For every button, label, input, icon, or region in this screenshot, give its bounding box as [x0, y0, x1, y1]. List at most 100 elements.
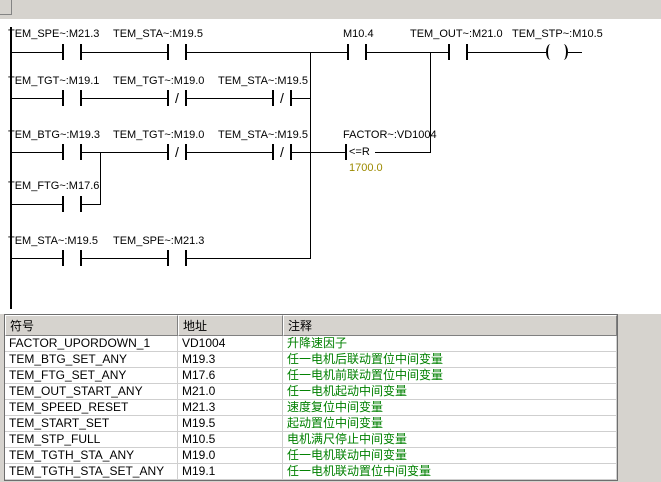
wire-segment [10, 98, 310, 99]
address-cell[interactable]: M10.5 [178, 432, 283, 448]
compare-block-lte-real[interactable]: <=R [345, 144, 375, 160]
nc-contact-tem-tgth-sta-any[interactable]: / [167, 144, 187, 160]
operand-label: TEM_TGT~:M19.0 [113, 75, 205, 87]
symbol-table-row: TEM_FTG_SET_ANY M17.6 任一电机前联动置位中间变量 [5, 368, 617, 384]
contact-bar [62, 44, 64, 60]
operand-label: TEM_STA~:M19.5 [8, 235, 98, 247]
symbol-table-header-symbol[interactable]: 符号 [5, 315, 178, 336]
symbol-table-row: TEM_BTG_SET_ANY M19.3 任一电机后联动置位中间变量 [5, 352, 617, 368]
contact-bar [185, 144, 187, 160]
contact-m10-4[interactable] [347, 44, 367, 60]
nc-slash: / [280, 144, 284, 160]
comment-cell[interactable]: 任一电机后联动置位中间变量 [283, 352, 617, 368]
wire-segment [568, 52, 582, 53]
contact-tem-btg-set-any[interactable] [62, 144, 82, 160]
comment-cell[interactable]: 电机满尺停止中间变量 [283, 432, 617, 448]
wire-segment [10, 204, 100, 205]
symbol-cell[interactable]: TEM_STP_FULL [5, 432, 178, 448]
toolbar-strip [0, 0, 661, 19]
operand-label: TEM_TGT~:M19.1 [8, 75, 100, 87]
operand-label: TEM_TGT~:M19.0 [113, 129, 205, 141]
comment-cell[interactable]: 任一电机联动中间变量 [283, 448, 617, 464]
comment-cell[interactable]: 起动置位中间变量 [283, 416, 617, 432]
symbol-cell[interactable]: TEM_TGTH_STA_ANY [5, 448, 178, 464]
output-coil-tem-stp-full[interactable] [546, 44, 568, 60]
operand-label: TEM_SPE~:M21.3 [113, 235, 205, 247]
splitter-handle[interactable] [0, 0, 12, 15]
nc-contact-tem-start-set[interactable]: / [272, 90, 292, 106]
operand-label: M10.4 [343, 28, 374, 40]
comment-cell[interactable]: 升降速因子 [283, 336, 617, 352]
symbol-table-row: TEM_STP_FULL M10.5 电机满尺停止中间变量 [5, 432, 617, 448]
nc-slash: / [175, 90, 179, 106]
symbol-cell[interactable]: TEM_OUT_START_ANY [5, 384, 178, 400]
contact-bar [62, 144, 64, 160]
symbol-cell[interactable]: FACTOR_UPORDOWN_1 [5, 336, 178, 352]
operand-label: TEM_SPE~:M21.3 [8, 28, 100, 40]
nc-contact-tem-tgth-sta-any[interactable]: / [167, 90, 187, 106]
address-cell[interactable]: M19.5 [178, 416, 283, 432]
contact-bar [80, 90, 82, 106]
contact-tem-start-set[interactable] [167, 44, 187, 60]
symbol-cell[interactable]: TEM_BTG_SET_ANY [5, 352, 178, 368]
comment-cell[interactable]: 任一电机联动置位中间变量 [283, 464, 617, 480]
contact-bar [290, 90, 292, 106]
symbol-table-header-comment[interactable]: 注释 [283, 315, 617, 336]
symbol-table-row: TEM_TGTH_STA_SET_ANY M19.1 任一电机联动置位中间变量 [5, 464, 617, 480]
address-cell[interactable]: M17.6 [178, 368, 283, 384]
contact-tem-start-set[interactable] [62, 250, 82, 266]
contact-bar [62, 90, 64, 106]
symbol-cell[interactable]: TEM_TGTH_STA_SET_ANY [5, 464, 178, 480]
address-cell[interactable]: M19.3 [178, 352, 283, 368]
contact-bar [347, 44, 349, 60]
comment-cell[interactable]: 任一电机起动中间变量 [283, 384, 617, 400]
nc-slash: / [175, 144, 179, 160]
symbol-table-row: FACTOR_UPORDOWN_1 VD1004 升降速因子 [5, 336, 617, 352]
contact-bar [62, 196, 64, 212]
power-rail [10, 27, 12, 309]
operand-label: TEM_OUT~:M21.0 [410, 28, 503, 40]
wire-segment [10, 52, 546, 53]
symbol-table: 符号 地址 注释 FACTOR_UPORDOWN_1 VD1004 升降速因子 … [4, 314, 618, 481]
contact-bar [167, 90, 169, 106]
operand-label: TEM_STP~:M10.5 [512, 28, 603, 40]
address-cell[interactable]: VD1004 [178, 336, 283, 352]
contact-bar [365, 44, 367, 60]
operand-label: TEM_BTG~:M19.3 [8, 129, 101, 141]
compare-operator: <=R [349, 146, 370, 158]
branch-junction-wire [310, 52, 311, 259]
contact-bar [80, 144, 82, 160]
contact-bar [167, 250, 169, 266]
nc-slash: / [280, 90, 284, 106]
symbol-table-header-address[interactable]: 地址 [178, 315, 283, 336]
symbol-table-row: TEM_TGTH_STA_ANY M19.0 任一电机联动中间变量 [5, 448, 617, 464]
symbol-table-header-row: 符号 地址 注释 [5, 315, 617, 336]
contact-bar [185, 90, 187, 106]
address-cell[interactable]: M21.0 [178, 384, 283, 400]
contact-bar [80, 196, 82, 212]
operand-label: TEM_STA~:M19.5 [218, 129, 308, 141]
symbol-cell[interactable]: TEM_SPEED_RESET [5, 400, 178, 416]
contact-tem-out-start-any[interactable] [448, 44, 468, 60]
comment-cell[interactable]: 任一电机前联动置位中间变量 [283, 368, 617, 384]
contact-tem-tgth-sta-set-any[interactable] [62, 90, 82, 106]
symbol-cell[interactable]: TEM_START_SET [5, 416, 178, 432]
contact-bar [80, 44, 82, 60]
address-cell[interactable]: M19.1 [178, 464, 283, 480]
address-cell[interactable]: M21.3 [178, 400, 283, 416]
contact-bar [167, 144, 169, 160]
symbol-table-row: TEM_OUT_START_ANY M21.0 任一电机起动中间变量 [5, 384, 617, 400]
symbol-cell[interactable]: TEM_FTG_SET_ANY [5, 368, 178, 384]
contact-bar [167, 44, 169, 60]
comment-cell[interactable]: 速度复位中间变量 [283, 400, 617, 416]
contact-bar [185, 44, 187, 60]
contact-tem-speed-reset[interactable] [167, 250, 187, 266]
address-cell[interactable]: M19.0 [178, 448, 283, 464]
contact-tem-ftg-set-any[interactable] [62, 196, 82, 212]
contact-bar [272, 144, 274, 160]
contact-tem-speed-reset[interactable] [62, 44, 82, 60]
contact-bar [80, 250, 82, 266]
nc-contact-tem-start-set[interactable]: / [272, 144, 292, 160]
ladder-diagram-canvas[interactable]: TEM_SPE~:M21.3 TEM_STA~:M19.5 M10.4 TEM_… [0, 19, 661, 314]
